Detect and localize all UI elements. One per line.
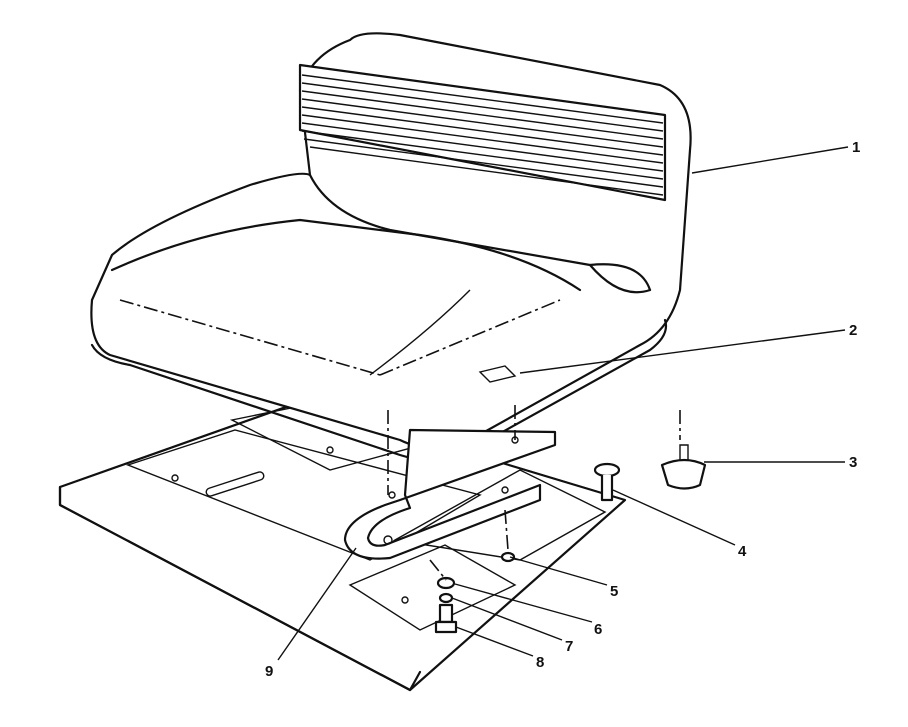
callout-4: 4 xyxy=(738,543,747,560)
carriage-bolt xyxy=(593,462,621,502)
callout-2: 2 xyxy=(849,322,857,339)
leader-lines xyxy=(277,146,849,661)
callout-6: 6 xyxy=(594,621,602,638)
rubber-bumper xyxy=(660,444,707,490)
backrest-ribs xyxy=(301,74,664,196)
callout-8: 8 xyxy=(536,654,544,671)
callout-7: 7 xyxy=(565,638,573,655)
callout-1: 1 xyxy=(852,139,860,156)
callout-3: 3 xyxy=(849,454,857,471)
hardware-stack xyxy=(434,551,516,634)
base-plate xyxy=(58,400,627,692)
seat-cushion xyxy=(90,32,692,461)
seat-bracket xyxy=(343,428,557,560)
callout-9: 9 xyxy=(265,663,273,680)
callout-5: 5 xyxy=(610,583,618,600)
